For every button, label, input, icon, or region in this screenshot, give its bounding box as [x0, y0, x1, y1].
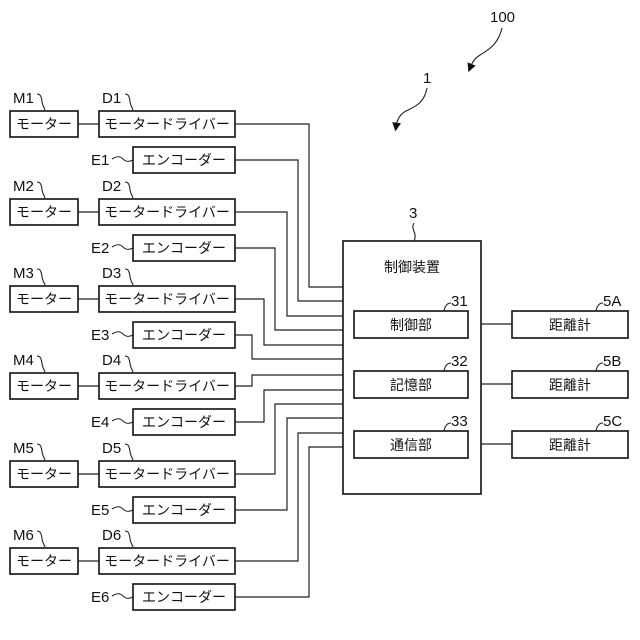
distance-meter-leader: [596, 423, 603, 431]
encoder-ref: E3: [91, 327, 109, 344]
motor-leader: [37, 444, 45, 460]
encoder-leader: [112, 507, 133, 512]
driver-ref: D6: [102, 527, 121, 544]
device-ref-label: 1: [423, 70, 431, 87]
motor-ref: M3: [13, 265, 34, 282]
distance-meter-label: 距離計: [549, 317, 591, 334]
driver-signal-wire: [235, 404, 343, 474]
encoder-ref: E5: [91, 502, 109, 519]
driver-ref: D4: [102, 352, 121, 369]
encoder-signal-wire: [235, 390, 343, 422]
motor-leader: [37, 94, 45, 110]
driver-leader: [125, 94, 133, 110]
distance-meter-ref: 5A: [603, 293, 621, 310]
control-device-leader: [413, 223, 415, 241]
motor-label: モーター: [16, 205, 72, 221]
motor-label: モーター: [16, 292, 72, 308]
motor-driver-label: モータードライバー: [104, 205, 230, 221]
control-unit-label: 制御部: [390, 318, 432, 334]
encoder-label: エンコーダー: [142, 503, 226, 519]
control-device-ref: 3: [409, 205, 417, 222]
driver-ref: D2: [102, 178, 121, 195]
system-ref-arrow-icon: [470, 28, 502, 68]
distance-meter-leader: [596, 303, 603, 311]
encoder-ref: E4: [91, 414, 109, 431]
motor-driver-label: モータードライバー: [104, 467, 230, 483]
encoder-signal-wire: [235, 160, 343, 301]
motor-label: モーター: [16, 379, 72, 395]
axis-group: M1 モーター D1 モータードライバー E1 エンコーダー: [10, 90, 235, 173]
driver-signal-wire: [235, 433, 343, 561]
motor-ref: M4: [13, 352, 34, 369]
encoder-signal-wire: [235, 447, 343, 597]
motor-label: モーター: [16, 117, 72, 133]
driver-leader: [125, 356, 133, 372]
system-ref-label: 100: [490, 9, 515, 26]
motor-driver-label: モータードライバー: [104, 554, 230, 570]
control-unit-ref: 31: [451, 293, 468, 310]
encoder-label: エンコーダー: [142, 241, 226, 257]
driver-leader: [125, 182, 133, 198]
driver-leader: [125, 444, 133, 460]
encoder-signal-wire: [235, 248, 343, 330]
encoder-leader: [112, 419, 133, 424]
driver-signal-wire: [235, 124, 343, 287]
motor-driver-label: モータードライバー: [104, 292, 230, 308]
driver-leader: [125, 269, 133, 285]
control-device-label: 制御装置: [384, 260, 440, 276]
distance-meter: 距離計 5B: [481, 353, 628, 398]
device-ref-arrow-icon: [396, 88, 427, 127]
encoder-signal-wire: [235, 335, 343, 359]
control-unit-label: 記憶部: [390, 377, 432, 394]
driver-leader: [125, 531, 133, 547]
encoder-signal-wire: [235, 418, 343, 510]
control-unit-ref: 33: [451, 413, 468, 430]
motor-leader: [37, 531, 45, 547]
encoder-ref: E1: [91, 152, 109, 169]
distance-meter-ref: 5B: [603, 353, 621, 370]
motor-leader: [37, 356, 45, 372]
control-unit-ref: 32: [451, 353, 468, 370]
motor-ref: M2: [13, 178, 34, 195]
distance-meter-label: 距離計: [549, 437, 591, 454]
driver-signal-wire: [235, 375, 343, 386]
distance-meter-ref: 5C: [603, 413, 622, 430]
motor-label: モーター: [16, 467, 72, 483]
driver-ref: D5: [102, 440, 121, 457]
driver-ref: D3: [102, 265, 121, 282]
distance-meter-label: 距離計: [549, 377, 591, 394]
motor-driver-label: モータードライバー: [104, 379, 230, 395]
distance-meter-leader: [596, 363, 603, 371]
distance-meter: 距離計 5C: [481, 413, 628, 458]
encoder-leader: [112, 157, 133, 162]
encoder-label: エンコーダー: [142, 328, 226, 344]
motor-ref: M1: [13, 90, 34, 107]
motor-ref: M5: [13, 440, 34, 457]
encoder-leader: [112, 245, 133, 250]
encoder-ref: E2: [91, 240, 109, 257]
axis-group: M3 モーター D3 モータードライバー E3 エンコーダー: [10, 265, 235, 348]
axis-group: M5 モーター D5 モータードライバー E5 エンコーダー: [10, 440, 235, 523]
motor-leader: [37, 182, 45, 198]
axis-group: M6 モーター D6 モータードライバー E6 エンコーダー: [10, 527, 235, 610]
encoder-ref: E6: [91, 589, 109, 606]
axis-group: M2 モーター D2 モータードライバー E2 エンコーダー: [10, 178, 235, 261]
encoder-label: エンコーダー: [142, 415, 226, 431]
motor-ref: M6: [13, 527, 34, 544]
encoder-leader: [112, 594, 133, 599]
motor-leader: [37, 269, 45, 285]
encoder-label: エンコーダー: [142, 153, 226, 169]
encoder-label: エンコーダー: [142, 590, 226, 606]
motor-label: モーター: [16, 554, 72, 570]
axis-group: M4 モーター D4 モータードライバー E4 エンコーダー: [10, 352, 235, 435]
encoder-leader: [112, 332, 133, 337]
distance-meter: 距離計 5A: [481, 293, 628, 338]
motor-driver-label: モータードライバー: [104, 117, 230, 133]
control-unit-label: 通信部: [390, 438, 432, 454]
driver-ref: D1: [102, 90, 121, 107]
driver-signal-wire: [235, 299, 343, 345]
